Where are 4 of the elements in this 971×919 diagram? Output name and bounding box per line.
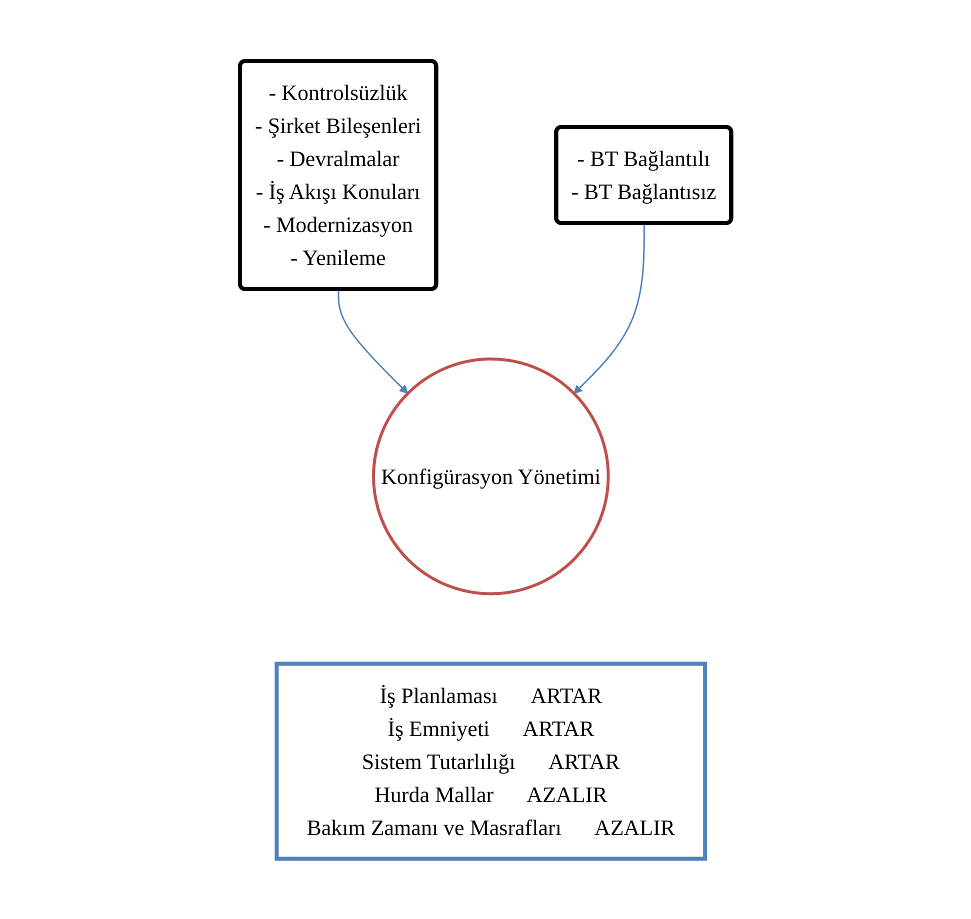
node-circle: Konfigürasyon Yönetimi bbox=[372, 357, 610, 595]
node-box: İş Planlaması ARTAR İş Emniyeti ARTAR Sistem Tutarlılığı ARTAR Hurda Mallar AZALIR Bakım Zamanı ve Masrafları AZALIR bbox=[274, 661, 707, 860]
arrow bbox=[574, 223, 645, 394]
arrow bbox=[338, 289, 408, 394]
